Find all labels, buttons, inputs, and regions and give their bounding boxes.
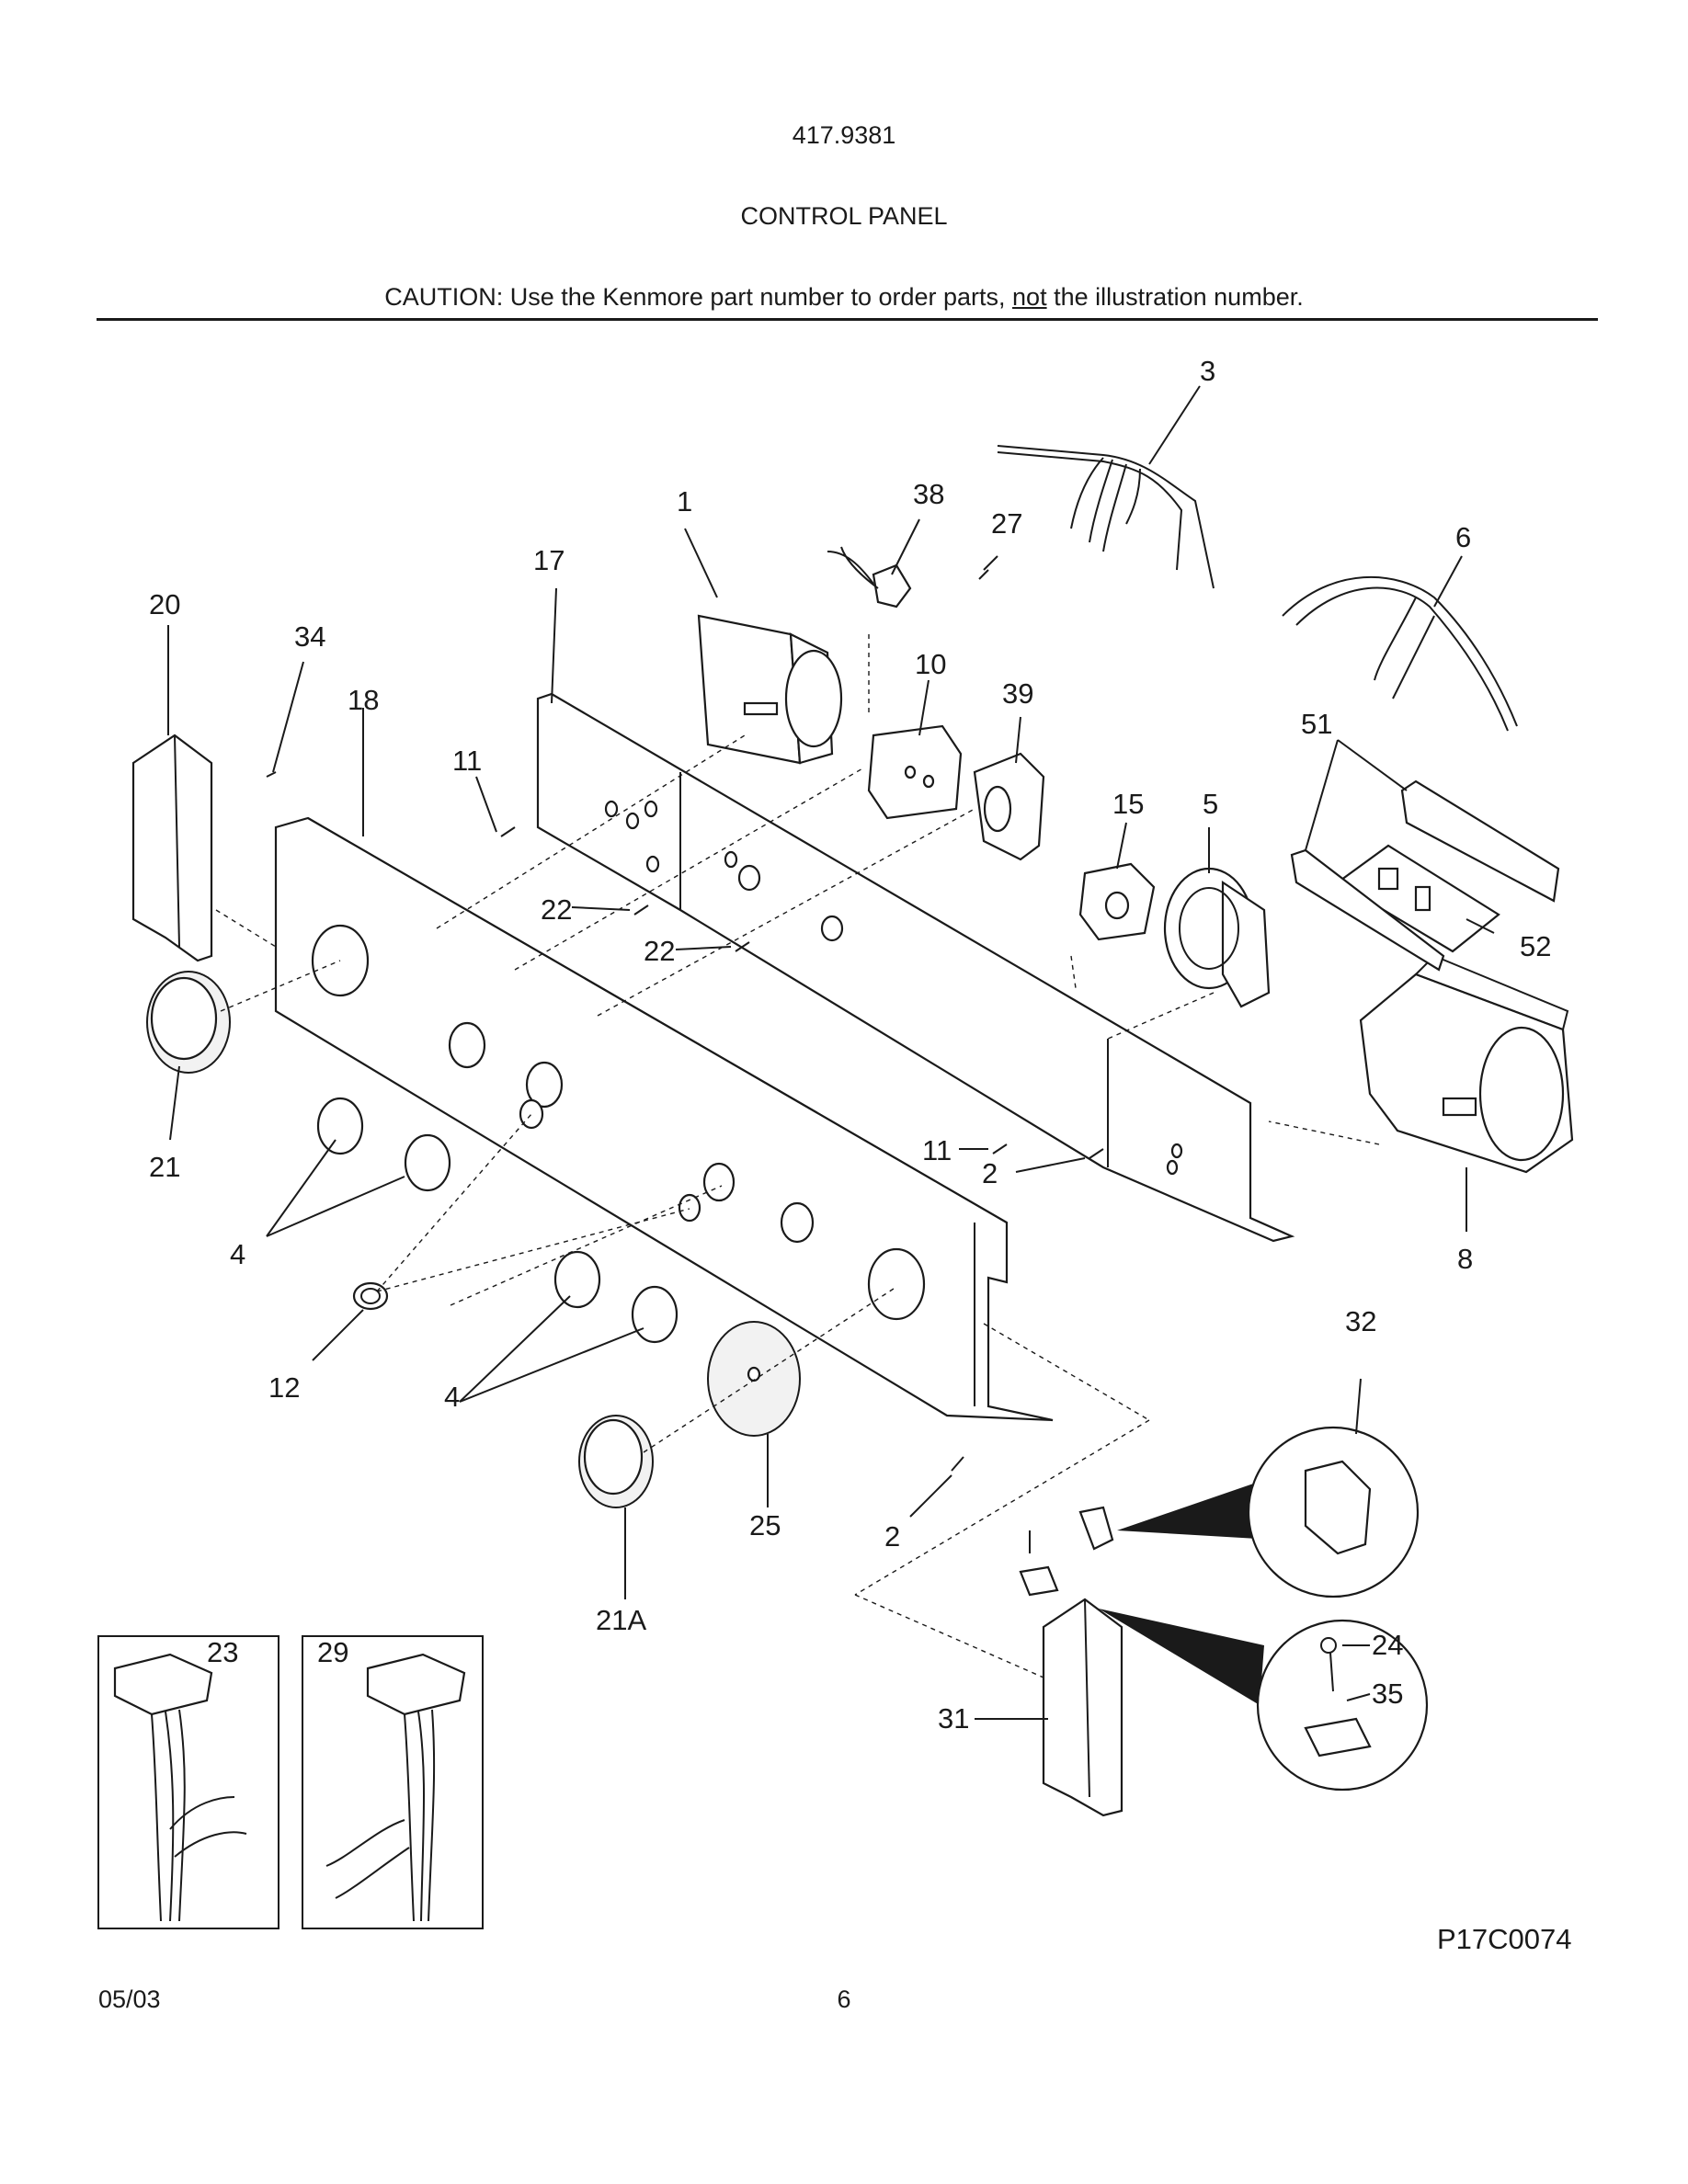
harness-inset-23 [97,1635,279,1929]
callout-35: 35 [1372,1678,1403,1710]
callout-23: 23 [207,1636,238,1668]
caution-text-post: the illustration number. [1046,283,1304,311]
switch-part-10 [867,724,963,820]
page-number: 6 [837,1985,851,2013]
callout-18: 18 [348,684,379,716]
footer-date: 05/03 [98,1985,161,2013]
callout-24: 24 [1372,1629,1403,1661]
rear-panel-part-17 [536,692,1295,1243]
callout-11-top: 11 [452,745,482,777]
knob-part-4-c [553,1250,601,1309]
callout-22-top: 22 [541,893,572,926]
screws [266,569,1104,1553]
model-number: 417.9381 [792,121,896,149]
clip-part-35-small [1019,1565,1059,1597]
wire-harness-part-6 [1282,575,1518,732]
pressure-switch-part-5 [1163,867,1271,1008]
detail-circle-24-35 [1099,1609,1429,1792]
callout-12: 12 [268,1371,300,1404]
callout-10: 10 [915,648,946,680]
callout-29: 29 [317,1636,348,1668]
bracket-part-51-rear [1400,779,1560,903]
wire-harness-part-3 [997,445,1215,589]
callout-21: 21 [149,1151,180,1183]
callout-17: 17 [533,544,565,576]
end-cap-part-31 [1042,1598,1123,1817]
timer-part-1 [697,614,843,765]
callout-39: 39 [1002,677,1033,710]
callout-2-bottom: 2 [884,1520,900,1553]
callout-4-right: 4 [444,1381,460,1413]
callout-11-mid: 11 [922,1134,952,1166]
console-panel-part-18 [274,816,1054,1422]
knob-part-4-a [316,1097,364,1155]
assembly-part-8 [1359,954,1574,1174]
knob-part-4-b [404,1133,451,1192]
figure-code: P17C0074 [1437,1923,1572,1955]
callout-32: 32 [1345,1305,1376,1337]
knob-part-21a [578,1415,654,1508]
caution-text-pre: CAUTION: Use the Kenmore part number to … [384,283,1013,311]
dial-part-25 [707,1321,801,1437]
switch-part-39 [973,752,1045,861]
assembly-guide-lines [215,634,1380,1678]
callout-6: 6 [1455,521,1471,553]
leader-lines [167,385,1495,1720]
harness-inset-29 [302,1635,484,1929]
callout-8: 8 [1457,1243,1473,1275]
callout-27: 27 [991,507,1022,540]
callout-25: 25 [749,1509,781,1541]
clip-part-32-small [1078,1506,1114,1551]
bracket-part-51-front [1290,848,1445,972]
callout-4-left: 4 [230,1238,245,1270]
section-title: CONTROL PANEL [740,202,948,230]
caution-emphasis: not [1012,283,1047,311]
callout-38: 38 [913,478,944,510]
switch-part-15 [1078,862,1156,941]
callout-34: 34 [294,620,325,653]
callout-51: 51 [1301,708,1332,740]
caution-note: CAUTION: Use the Kenmore part number to … [0,283,1688,312]
callout-2-mid: 2 [982,1157,998,1189]
callout-3: 3 [1200,355,1215,387]
callout-31: 31 [938,1702,969,1735]
knob-part-4-d [631,1285,679,1344]
callout-21a: 21A [596,1604,646,1636]
knob-part-21 [146,971,231,1074]
callout-labels: 3 1 38 27 6 17 20 34 10 39 18 51 11 15 5… [149,355,1551,1735]
button-part-12 [352,1281,389,1311]
header-rule [97,318,1598,321]
callout-15: 15 [1112,788,1144,820]
part-38-with-leads [827,546,912,609]
callout-22-bottom: 22 [644,935,675,967]
end-cap-part-20 [131,734,213,962]
callout-52: 52 [1520,930,1551,962]
callout-1: 1 [677,485,692,518]
board-part-52 [1336,844,1500,953]
callout-20: 20 [149,588,180,620]
callout-5: 5 [1203,788,1218,820]
detail-circle-32 [1117,1426,1420,1598]
